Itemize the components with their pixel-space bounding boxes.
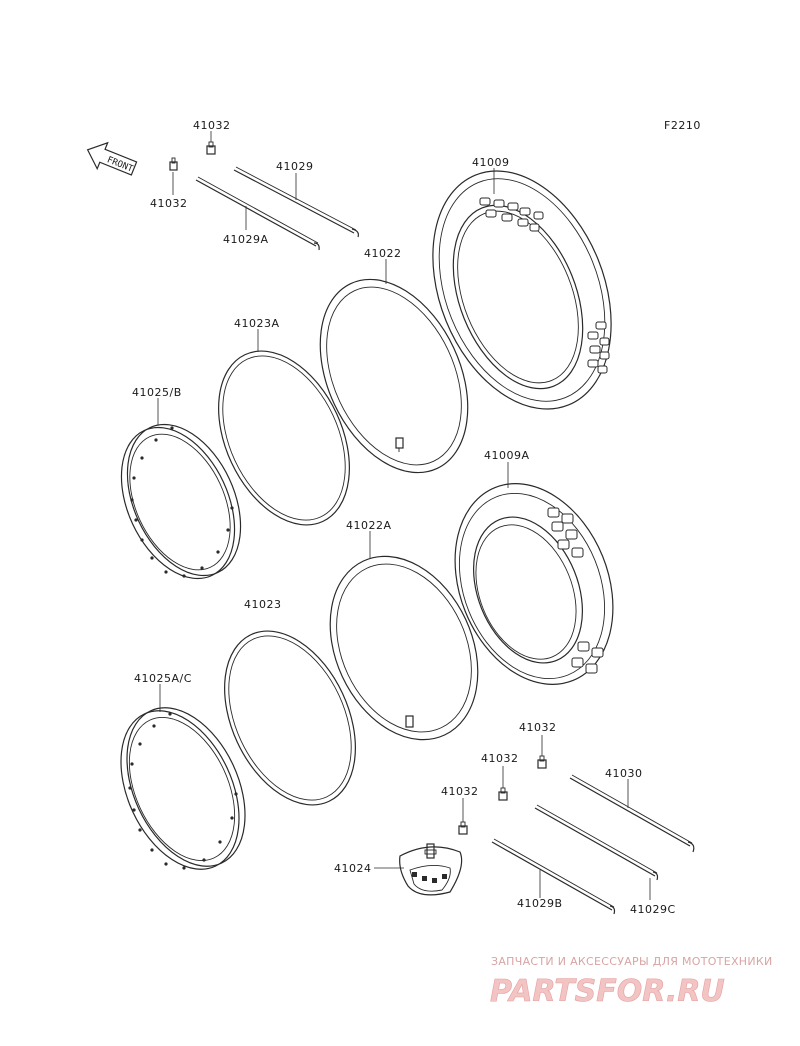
front-arrow-icon: FRONT (86, 141, 138, 176)
callout-41032-lower: 41032 (441, 785, 479, 798)
callout-41032-right-mid: 41032 (481, 752, 519, 765)
tube-41022 (319, 278, 469, 474)
spoke-41029C (534, 804, 659, 881)
callout-41029A: 41029A (223, 233, 269, 246)
diagram-code: F2210 (664, 119, 701, 132)
nipple-41032-right-mid (498, 787, 508, 801)
callout-41032-right-top: 41032 (519, 721, 557, 734)
nipple-41032-lower (458, 821, 468, 835)
callout-41009: 41009 (472, 156, 510, 169)
nipple-41032-right-top (537, 755, 547, 769)
callout-41022: 41022 (364, 247, 402, 260)
nipple-41032-left (169, 157, 178, 171)
callout-41022A: 41022A (346, 519, 392, 532)
spoke-41029B (491, 838, 616, 915)
callout-41029: 41029 (276, 160, 314, 173)
tire-41009 (432, 170, 612, 410)
rim-lock-41024 (399, 843, 463, 896)
callout-41032-top: 41032 (193, 119, 231, 132)
nipple-41032-top (206, 141, 216, 155)
callout-41025B: 41025/B (132, 386, 182, 399)
callout-41024: 41024 (334, 862, 372, 875)
callout-41032-left: 41032 (150, 197, 188, 210)
watermark-tagline: ЗАПЧАСТИ И АКСЕССУАРЫ ДЛЯ МОТОТЕХНИКИ (491, 955, 773, 968)
callout-41029C: 41029C (630, 903, 676, 916)
callout-41030: 41030 (605, 767, 643, 780)
callout-41029B: 41029B (517, 897, 563, 910)
rim-41025B (120, 423, 242, 580)
spoke-41029A (195, 176, 320, 251)
callout-41025AC: 41025A/C (134, 672, 192, 685)
rim-band-41023A (218, 350, 350, 526)
rim-band-41023 (224, 630, 356, 806)
tube-41022A (329, 555, 479, 741)
rim-41025AC (120, 707, 246, 870)
callout-41009A: 41009A (484, 449, 530, 462)
spoke-41030 (569, 774, 695, 853)
callout-41023A: 41023A (234, 317, 280, 330)
tire-41009A (454, 483, 614, 685)
callout-41023: 41023 (244, 598, 282, 611)
watermark-site: PARTSFOR.RU (490, 974, 725, 1009)
